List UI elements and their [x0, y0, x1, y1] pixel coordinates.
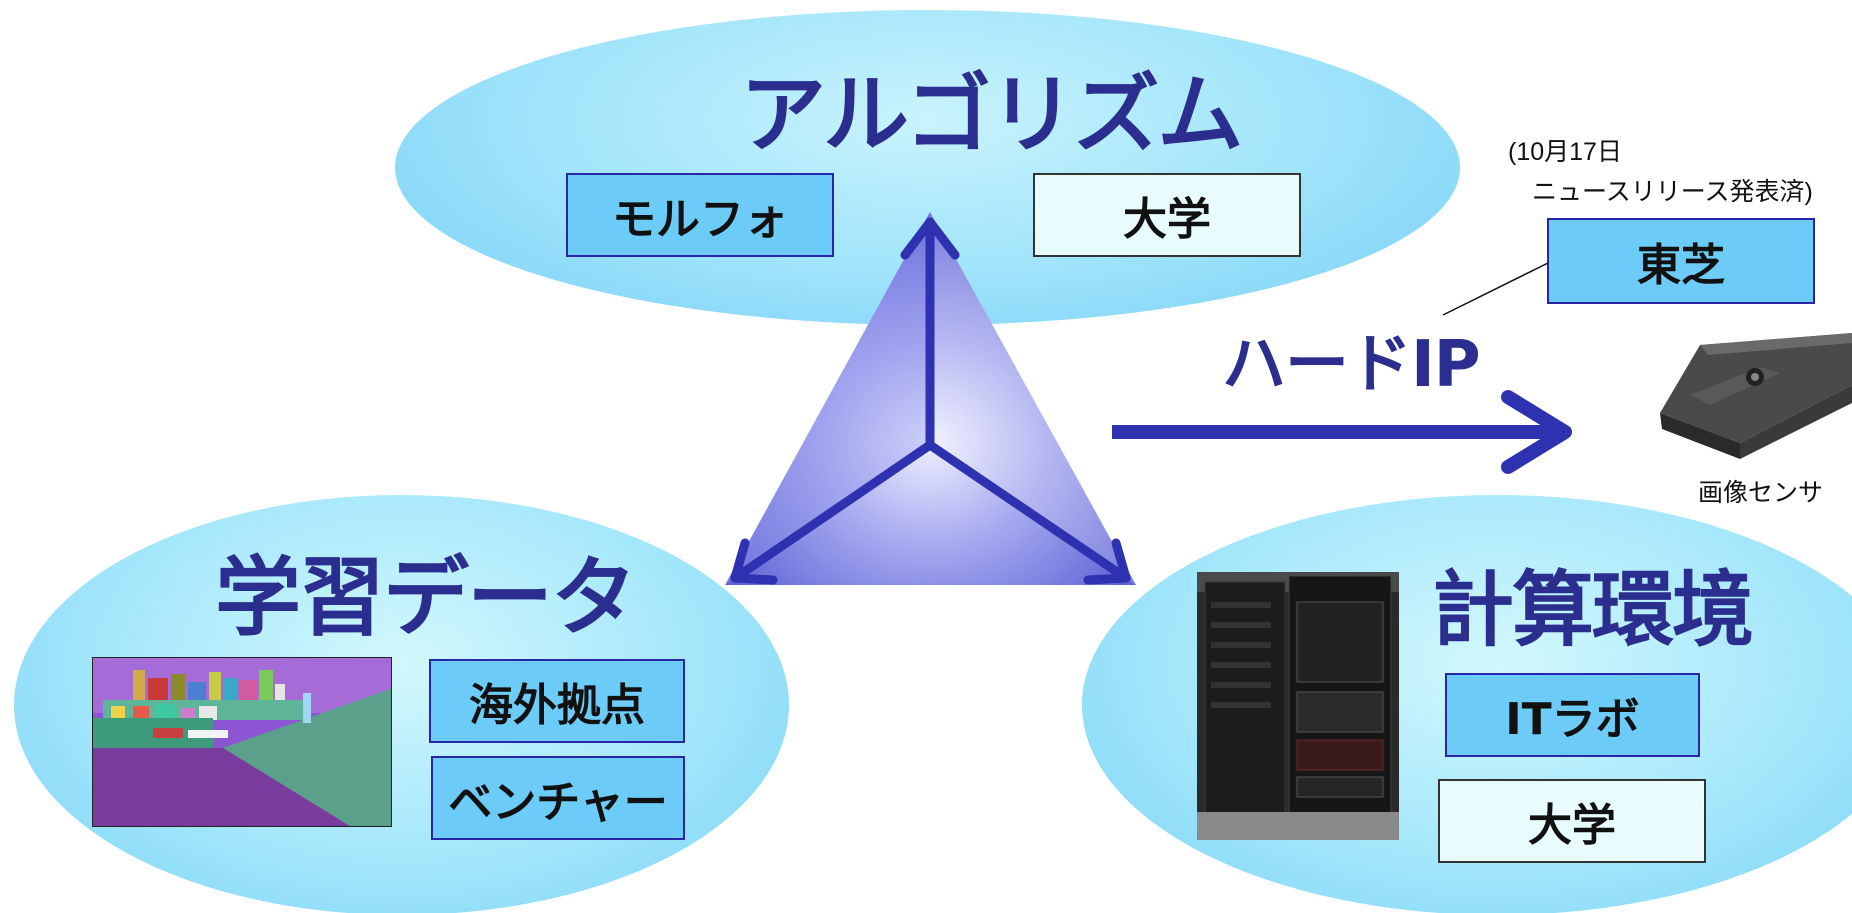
segmentation-map-image [92, 657, 392, 827]
hard-ip-arrow [1112, 390, 1572, 474]
toshiba-leader-line [1442, 262, 1549, 316]
toshiba-box: 東芝 [1547, 218, 1815, 304]
image-sensor-caption: 画像センサ [1698, 479, 1824, 507]
overseas-base-box: 海外拠点 [429, 659, 685, 743]
triangle-arrows [730, 217, 1131, 585]
compute-environment-title: 計算環境 [1432, 563, 1754, 658]
university-box-algorithm: 大学 [1033, 173, 1301, 257]
server-rack-photo [1197, 572, 1399, 840]
image-sensor-photo [1650, 325, 1852, 475]
news-release-note: ニュースリリース発表済) [1532, 178, 1813, 206]
morpho-box: モルフォ [566, 173, 834, 257]
learning-data-title: 学習データ [215, 548, 637, 648]
news-release-date: (10月17日 [1508, 138, 1622, 166]
it-lab-box: ITラボ [1445, 673, 1700, 757]
hard-ip-label: ハードIP [1222, 328, 1481, 402]
algorithm-title: アルゴリズム [740, 65, 1243, 165]
venture-box: ベンチャー [431, 756, 685, 840]
university-box-compute: 大学 [1438, 779, 1706, 863]
